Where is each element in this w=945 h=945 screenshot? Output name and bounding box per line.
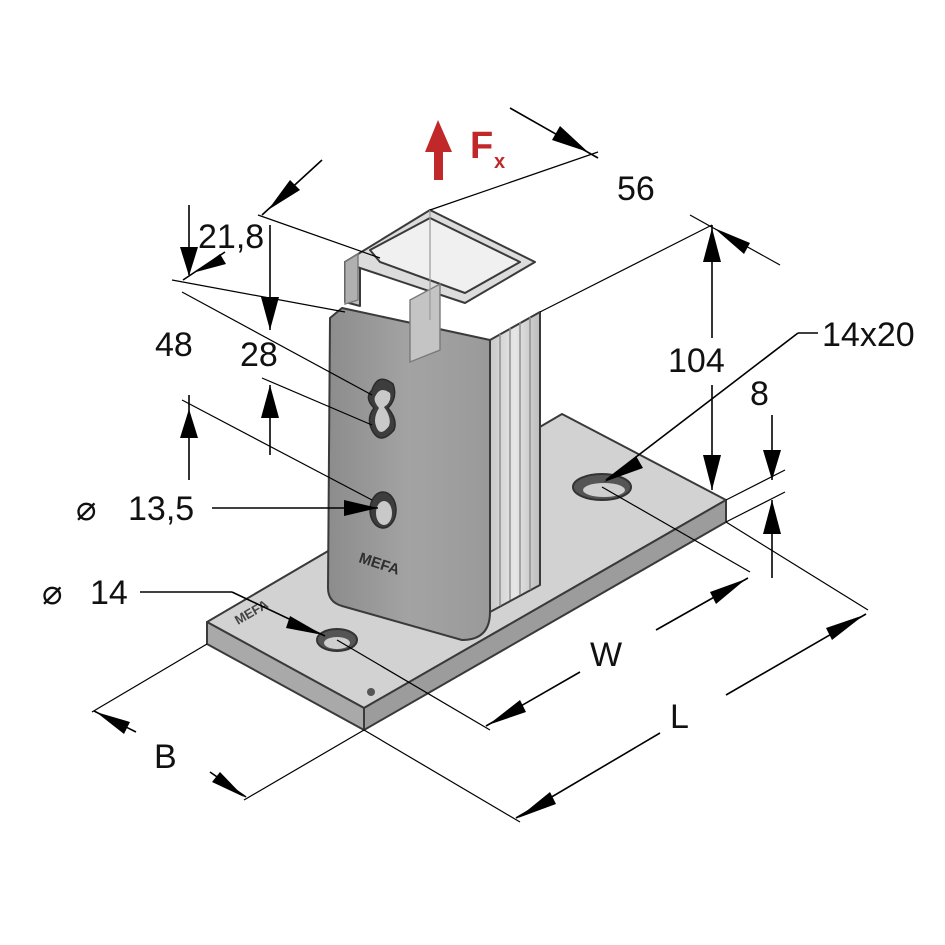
dim-8-label: 8 bbox=[750, 375, 769, 413]
diameter-symbol-14: ⌀ bbox=[42, 574, 62, 612]
force-subscript: x bbox=[494, 151, 505, 173]
dim-13-5-label: 13,5 bbox=[128, 490, 194, 528]
dimension-labels: 56 21,8 48 28 104 14x20 8 ⌀ 13,5 ⌀ 14 W … bbox=[42, 170, 915, 776]
dim-L-label: L bbox=[670, 698, 689, 736]
channel-profile: MEFA bbox=[327, 209, 541, 641]
dim-W-label: W bbox=[590, 636, 622, 674]
dim-48-label: 48 bbox=[155, 326, 193, 364]
force-arrow: F x bbox=[425, 120, 505, 180]
diameter-symbol-13-5: ⌀ bbox=[76, 490, 96, 528]
dim-14-label: 14 bbox=[90, 574, 128, 612]
dim-28-label: 28 bbox=[240, 336, 278, 374]
force-label: F bbox=[470, 125, 493, 167]
dim-14x20-label: 14x20 bbox=[822, 316, 915, 354]
dim-B-label: B bbox=[154, 738, 177, 776]
dim-104-label: 104 bbox=[668, 342, 725, 380]
dim-21-8-label: 21,8 bbox=[198, 218, 264, 256]
dim-56-label: 56 bbox=[617, 170, 655, 208]
dimension-lines bbox=[91, 107, 869, 823]
